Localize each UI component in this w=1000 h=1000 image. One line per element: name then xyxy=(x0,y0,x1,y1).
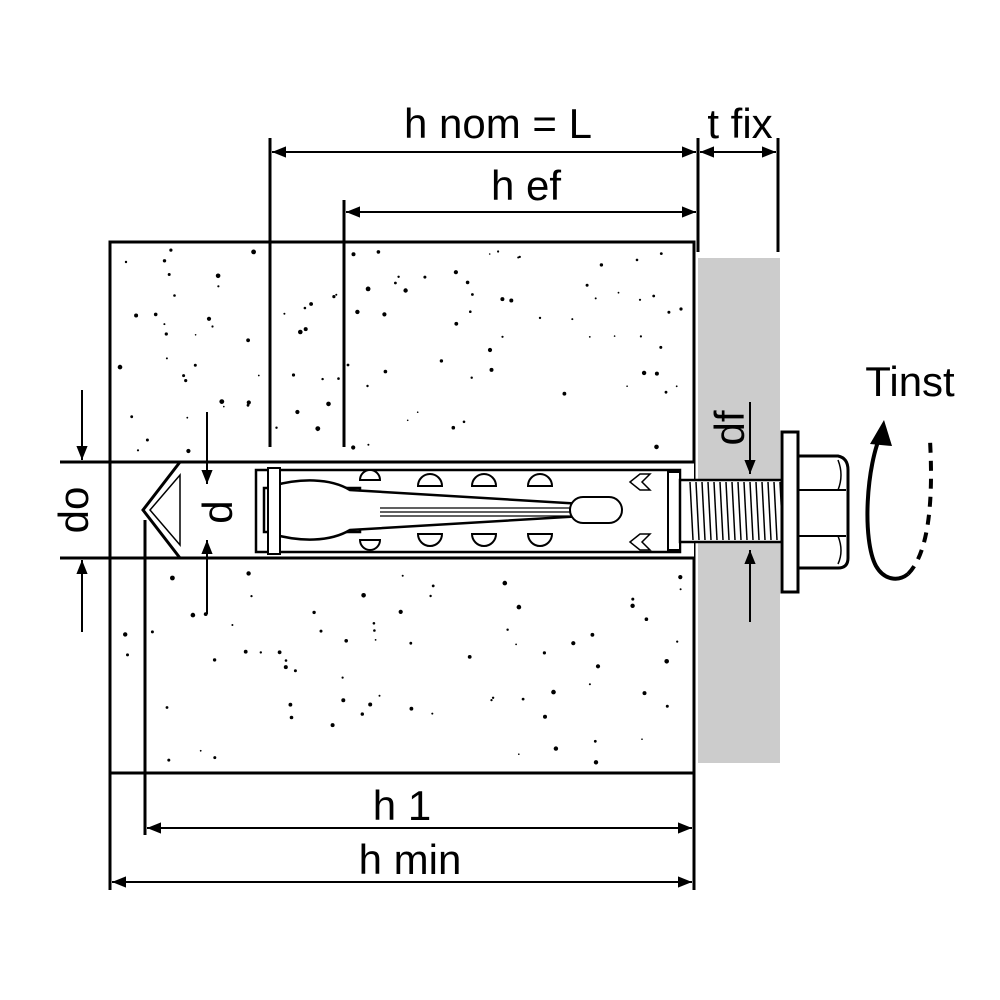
drill-hole-tip xyxy=(149,472,181,548)
h-nom-label: h nom = L xyxy=(404,100,592,147)
hex-nut xyxy=(796,454,850,570)
df-label: df xyxy=(706,410,753,445)
h-min-label: h min xyxy=(359,836,462,883)
do-label: do xyxy=(50,487,97,534)
threaded-bolt xyxy=(678,478,786,544)
concrete-speckles xyxy=(117,248,683,765)
h-ef-label: h ef xyxy=(491,162,561,209)
h1-label: h 1 xyxy=(373,782,431,829)
torque-rotation-arrow xyxy=(865,420,934,581)
d-label: d xyxy=(194,500,241,523)
anchor-sleeve xyxy=(254,467,682,555)
washer xyxy=(780,430,800,594)
t-fix-label: t fix xyxy=(707,100,772,147)
tinst-label: Tinst xyxy=(865,358,955,405)
